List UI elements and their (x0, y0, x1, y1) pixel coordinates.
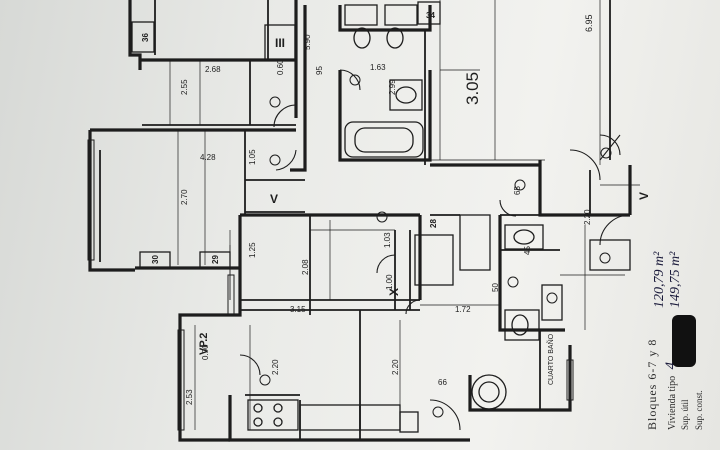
dim-1-63: 1.63 (370, 63, 386, 72)
cabinet-34: 34 (426, 11, 435, 20)
dim-95: 95 (315, 66, 324, 75)
vivienda-label: Vivienda tipo (667, 375, 678, 430)
dim-1-25: 1.25 (248, 242, 257, 258)
door-swings (239, 69, 631, 431)
dim-65: 65 (513, 186, 522, 195)
dim-5-90: 5.90 (303, 34, 312, 50)
cabinet-28: 28 (429, 219, 438, 228)
dim-2-20-b: 2.20 (391, 359, 400, 375)
room-mark-iii: III (275, 36, 285, 50)
dim-0-90: 0.90 (201, 344, 210, 360)
dim-2-68: 2.68 (205, 65, 221, 74)
sup-const-value: 149,75 m² (668, 251, 683, 308)
dim-4-28: 4.28 (200, 153, 216, 162)
room-mark-x: X (387, 288, 401, 296)
dim-1-00: 1.00 (385, 274, 394, 290)
electrical-symbols (259, 74, 612, 418)
dim-2-53: 2.53 (185, 389, 194, 405)
dim-1-72: 1.72 (455, 305, 471, 314)
dim-66: 66 (438, 378, 447, 387)
sup-util-value: 120,79 m² (652, 251, 667, 308)
room-mark-vp2: VP.2 (198, 333, 210, 355)
dim-45: 45 (523, 246, 532, 255)
cabinet-36: 36 (141, 33, 150, 42)
sup-const-label: Sup. const. (694, 390, 704, 430)
fixtures (131, 1, 631, 433)
dim-1-03: 1.03 (383, 232, 392, 248)
dim-0-60: 0.60 (276, 59, 285, 75)
label-cuarto-bano: CUARTO BAÑO (546, 333, 555, 385)
redaction-mark (672, 315, 696, 367)
dim-2-20-c: 2.20 (583, 209, 592, 225)
window-marks (87, 139, 574, 431)
dim-2-20-a: 2.20 (271, 359, 280, 375)
room-mark-v-b: V (637, 192, 651, 200)
dim-6-95: 6.95 (584, 14, 594, 32)
sup-const-line: Sup. const. (694, 390, 704, 430)
blocks-label: Bloques 6-7 y 8 (645, 338, 659, 430)
dim-1-05: 1.05 (248, 149, 257, 165)
dim-3-05: 3.05 (463, 72, 482, 105)
interior-walls (99, 0, 611, 440)
dim-50: 50 (491, 283, 500, 292)
dim-3-15: 3.15 (290, 305, 306, 314)
dim-2-55: 2.55 (180, 79, 189, 95)
vivienda-line: Vivienda tipo 4 (663, 362, 680, 430)
dim-2-08: 2.08 (301, 259, 310, 275)
sup-util-label: Sup. útil (680, 399, 690, 430)
room-mark-v-a: V (270, 192, 278, 206)
cabinet-30: 30 (151, 255, 160, 264)
dim-2-70: 2.70 (180, 189, 189, 205)
sup-util-line: Sup. útil (680, 399, 690, 430)
dim-2-99: 2.99 (388, 79, 397, 95)
cabinet-29: 29 (211, 255, 220, 264)
